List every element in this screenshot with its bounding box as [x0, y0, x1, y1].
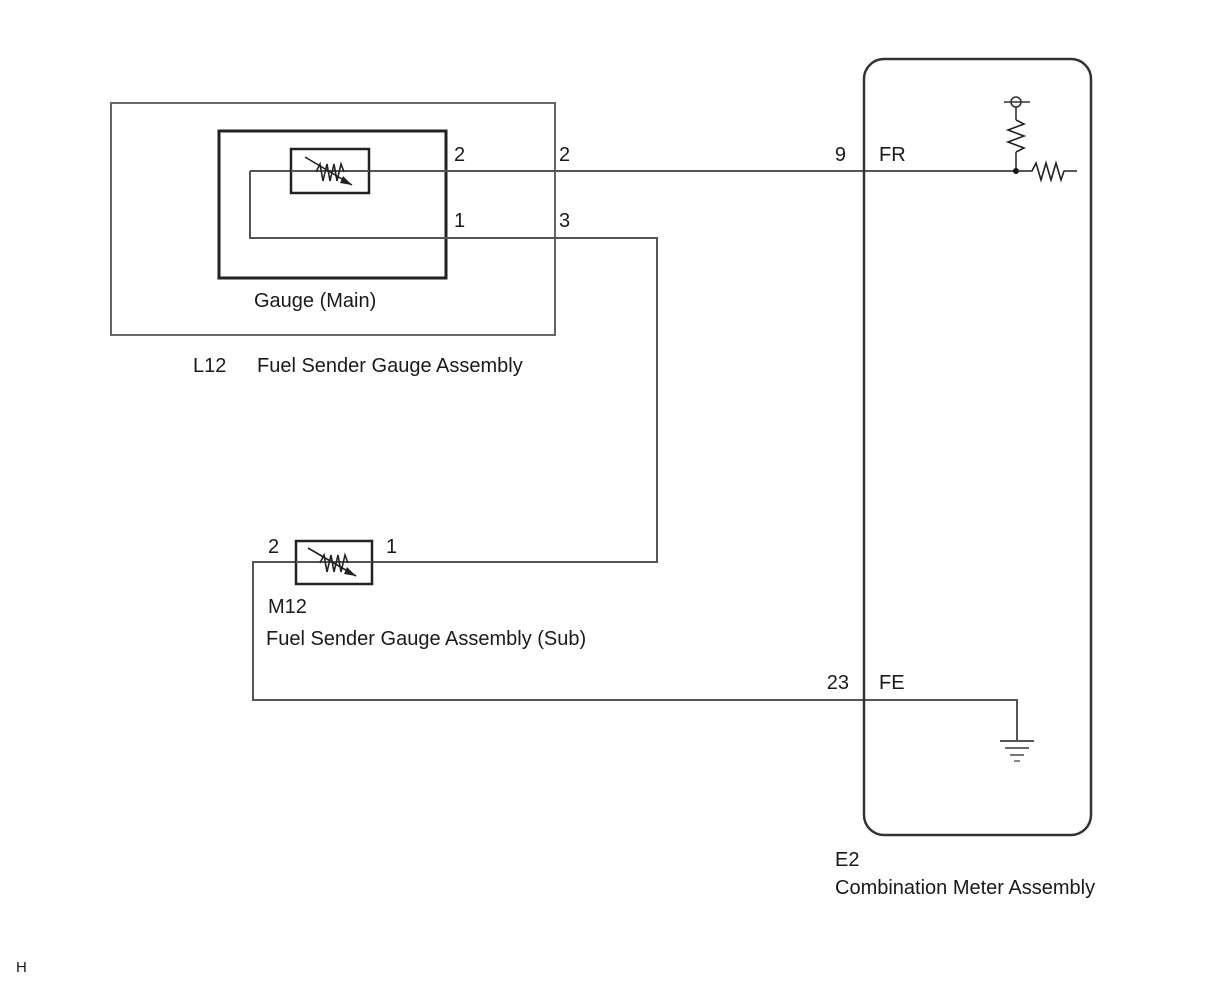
meter-pin-23-signal: FE	[879, 672, 905, 694]
footer-mark: H	[16, 959, 27, 976]
main-sender-assembly-box	[110, 102, 556, 336]
gauge-inner-pin-top: 2	[454, 144, 465, 166]
combination-meter-box	[862, 57, 1093, 837]
sub-sender-pin-left: 2	[268, 536, 279, 558]
meter-pin-23-number: 23	[827, 672, 849, 694]
sub-sender-name: Fuel Sender Gauge Assembly (Sub)	[266, 628, 586, 650]
gauge-main-label: Gauge (Main)	[254, 290, 376, 312]
meter-pin-9-number: 9	[835, 144, 846, 166]
pull-up-resistor-icon	[1004, 96, 1030, 171]
main-sender-pin-top: 2	[559, 144, 570, 166]
main-sender-pin-bottom: 3	[559, 210, 570, 232]
combination-meter-code: E2	[835, 849, 859, 871]
sub-sender-pin-right: 1	[386, 536, 397, 558]
series-resistor-icon	[1016, 160, 1077, 183]
gauge-inner-pin-bottom: 1	[454, 210, 465, 232]
combination-meter-name: Combination Meter Assembly	[835, 877, 1095, 899]
ground-icon	[1000, 740, 1034, 762]
wire-fe	[252, 561, 1018, 740]
variable-resistor-sub-icon	[294, 539, 374, 586]
gauge-main-box	[217, 129, 448, 280]
main-sender-code: L12	[193, 355, 226, 377]
meter-pin-9-signal: FR	[879, 144, 906, 166]
variable-resistor-main-icon	[289, 147, 371, 195]
sub-sender-code: M12	[268, 596, 307, 618]
wire-gauge-internal-loop	[249, 171, 658, 563]
main-sender-name: Fuel Sender Gauge Assembly	[257, 355, 523, 377]
